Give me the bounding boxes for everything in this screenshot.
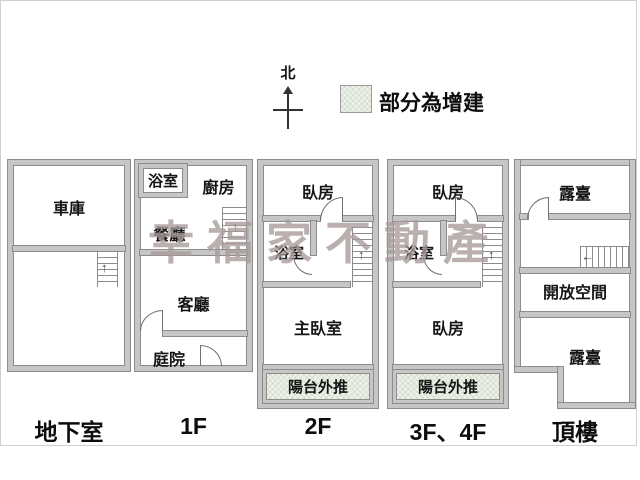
floor-label-roof: 頂樓 xyxy=(552,419,598,445)
compass-cross-line xyxy=(273,109,303,111)
north-arrow-shaft xyxy=(287,93,289,129)
door-arc xyxy=(423,255,442,275)
stairs-icon xyxy=(352,227,373,287)
image-frame xyxy=(0,0,637,446)
room-label-open-space: 開放空間 xyxy=(542,285,607,302)
floor-label-1f: 1F xyxy=(180,413,207,439)
floorplan-roof: 露臺 ↑ 開放空間 露臺 xyxy=(515,160,635,408)
roof-wall-left xyxy=(515,160,520,372)
roof-wall xyxy=(520,312,630,317)
room-label-courtyard: 庭院 xyxy=(152,352,185,369)
room-label-balcony-2f: 陽台外推 xyxy=(287,379,348,396)
bath-wall xyxy=(311,221,316,255)
bath-wall xyxy=(393,282,480,287)
floorplan-1f: 浴室 廚房 餐廳 ↑ 客廳 庭院 xyxy=(135,160,252,371)
3f-wall xyxy=(478,216,503,221)
room-label-dining: 餐廳 xyxy=(153,227,186,244)
roof-wall-bottom xyxy=(558,403,635,408)
legend-label: 部分為增建 xyxy=(379,92,484,115)
room-label-terrace-upper: 露臺 xyxy=(558,186,591,203)
yard-wall xyxy=(163,331,247,336)
room-label-bedroom-2f: 臥房 xyxy=(301,185,334,202)
room-label-balcony-3f4f: 陽台外推 xyxy=(417,379,478,396)
north-arrow-icon xyxy=(283,86,293,94)
room-label-terrace-lower: 露臺 xyxy=(568,350,601,367)
floor-label-3f4f: 3F、4F xyxy=(409,419,487,445)
door-arc xyxy=(200,345,222,366)
floorplan-2f: 臥房 浴室 ↑ 主臥室 陽台外推 xyxy=(258,160,378,408)
roof-wall xyxy=(549,214,630,219)
floor-label-2f: 2F xyxy=(304,413,332,439)
floorplan-3f4f: 臥房 浴室 ↑ 臥房 陽台外推 xyxy=(388,160,508,408)
3f-wall xyxy=(393,216,455,221)
stairs-up-arrow-icon: ↑ xyxy=(232,219,239,234)
addition-area-balcony-3f4f: 陽台外推 xyxy=(393,370,503,403)
stairs-up-arrow-icon: ↑ xyxy=(358,247,365,262)
roof-wall xyxy=(520,268,630,273)
room-label-bedroom-upper: 臥房 xyxy=(431,185,464,202)
room-label-bedroom-lower: 臥房 xyxy=(431,321,464,338)
basement-divider-wall xyxy=(13,246,125,251)
2f-wall xyxy=(263,216,320,221)
bath-wall xyxy=(263,282,350,287)
balcony-wall xyxy=(393,365,503,370)
room-label-living: 客廳 xyxy=(177,297,210,314)
room-label-garage: 車庫 xyxy=(52,201,85,218)
floor-label-basement: 地下室 xyxy=(34,419,104,445)
stairs-icon xyxy=(482,227,503,287)
floorplan-basement: 車庫 ↑ xyxy=(8,160,130,371)
stairs-icon xyxy=(97,251,118,287)
roof-wall xyxy=(520,214,528,219)
1f-divider-wall xyxy=(140,250,247,255)
room-bathroom-1f: 浴室 xyxy=(139,164,187,197)
north-label: 北 xyxy=(280,65,296,82)
stairs-arrow-icon: ↑ xyxy=(578,255,594,262)
room-label-master-bedroom: 主臥室 xyxy=(293,321,342,338)
stairs-icon xyxy=(580,246,630,270)
roof-notch-wall xyxy=(558,367,563,408)
balcony-wall xyxy=(263,365,373,370)
stairs-up-arrow-icon: ↑ xyxy=(488,247,495,262)
2f-wall xyxy=(343,216,373,221)
addition-area-balcony-2f: 陽台外推 xyxy=(263,370,373,403)
bath-wall xyxy=(441,221,446,255)
legend-addition-swatch xyxy=(340,85,372,113)
roof-notch-wall xyxy=(515,367,563,372)
roof-wall-top xyxy=(515,160,635,165)
stairs-icon xyxy=(222,207,247,251)
stairs-up-arrow-icon: ↑ xyxy=(101,260,108,275)
room-label-bathroom-1f: 浴室 xyxy=(147,173,178,190)
roof-wall-right xyxy=(630,160,635,408)
room-label-kitchen: 廚房 xyxy=(202,180,235,197)
door-arc xyxy=(293,255,312,275)
